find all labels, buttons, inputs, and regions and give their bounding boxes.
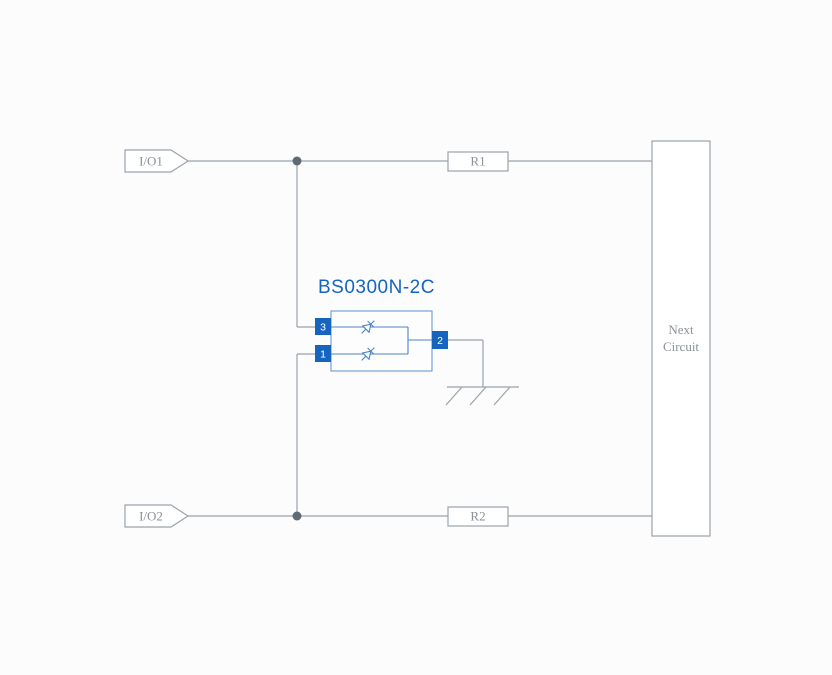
tvs-diode-icon <box>361 347 375 361</box>
io2-connector-flag <box>124 504 190 528</box>
pin-3 <box>315 318 331 335</box>
pin-2 <box>432 331 448 349</box>
io1-label: I/O1 <box>139 154 163 169</box>
component-title: BS0300N-2C <box>318 277 435 298</box>
ground-icon <box>445 386 519 406</box>
next-circuit-label-line2: Circuit <box>663 339 699 354</box>
next-circuit-label-line1: Next <box>668 322 694 337</box>
tvs-diode-icon <box>361 320 375 334</box>
next-circuit-block <box>651 140 711 537</box>
junction-dot <box>292 156 302 166</box>
io1-connector-flag <box>124 149 190 173</box>
pin-1-label: 1 <box>320 349 326 361</box>
resistor-r2-label: R2 <box>470 509 485 524</box>
pin-2-label: 2 <box>437 335 443 347</box>
resistor-r1-label: R1 <box>470 154 485 169</box>
junction-dot <box>292 511 302 521</box>
tvs-component-body <box>330 310 433 372</box>
pin-1 <box>315 345 331 362</box>
pin-3-label: 3 <box>320 322 326 334</box>
io2-label: I/O2 <box>139 509 163 524</box>
